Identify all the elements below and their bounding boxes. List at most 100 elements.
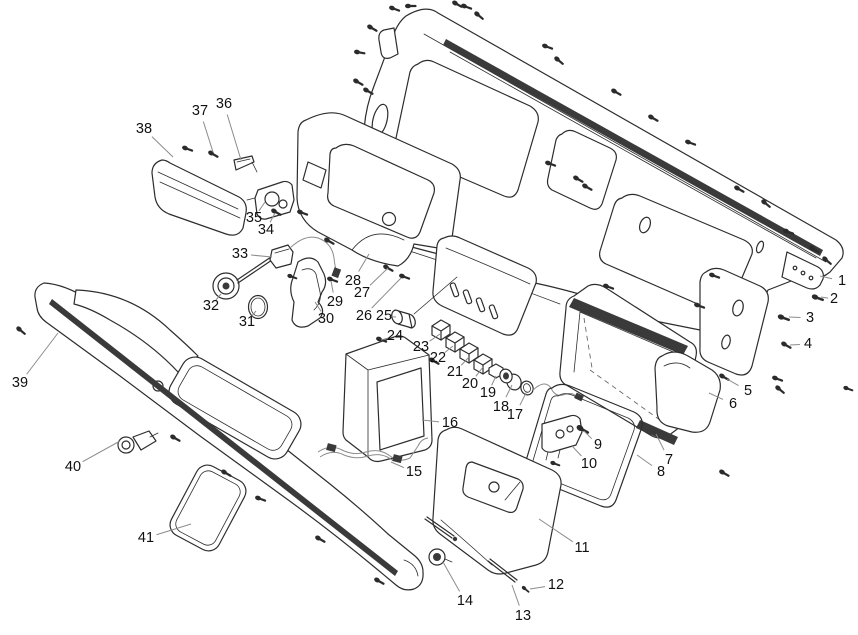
callout-label-36: 36 (216, 96, 232, 112)
leader-line-14 (442, 561, 461, 592)
leader-line-4 (789, 343, 800, 346)
leader-line-36 (226, 114, 242, 161)
fastener-icon (646, 112, 660, 124)
fastener-icon (168, 432, 182, 444)
leader-line-8 (636, 454, 653, 467)
fastener-icon (775, 312, 791, 324)
leader-line-3 (788, 316, 801, 319)
callout-label-35: 35 (246, 210, 262, 226)
fastener-icon (450, 0, 464, 10)
leader-line-34 (269, 212, 276, 223)
callout-label-23: 23 (413, 339, 429, 355)
panel-tray (168, 356, 302, 460)
callout-label-18: 18 (493, 399, 509, 415)
callout-label-22: 22 (430, 350, 446, 366)
left-edge-tab (378, 27, 399, 59)
callout-label-39: 39 (12, 375, 28, 391)
leader-line-32 (215, 293, 222, 301)
part-storage-box (342, 335, 433, 463)
part-latch (541, 414, 583, 461)
leader-line-37 (202, 121, 214, 153)
leader-line-20 (475, 366, 484, 377)
fastener-icon (372, 575, 386, 587)
leader-line-2 (820, 296, 829, 299)
fastener-icon (14, 324, 28, 337)
fastener-icon (717, 467, 731, 479)
callout-label-33: 33 (232, 246, 248, 262)
leader-line-21 (460, 356, 470, 366)
leader-line-33 (250, 254, 273, 258)
leader-line-22 (444, 345, 454, 353)
fastener-icon (313, 533, 327, 545)
leader-line-38 (151, 136, 174, 158)
leader-line-18 (505, 384, 513, 398)
part-hinge-rods (424, 516, 518, 583)
callout-label-16: 16 (442, 415, 458, 431)
part-release-knob-cable (212, 236, 342, 300)
fastener-icon (779, 339, 793, 351)
leader-line-17 (519, 390, 528, 406)
fastener-icon (809, 292, 825, 304)
callout-label-25: 25 (376, 308, 392, 324)
part-power-outlet (391, 309, 416, 329)
leader-line-10 (571, 445, 582, 457)
part-blank-ring (247, 294, 269, 320)
callout-label-24: 24 (387, 328, 403, 344)
callout-label-17: 17 (507, 407, 523, 423)
leader-line-26 (371, 277, 402, 309)
callout-label-31: 31 (239, 314, 255, 330)
fastener-icon (683, 137, 697, 148)
cable-connector (269, 244, 294, 269)
leader-line-15 (390, 461, 405, 469)
callout-label-4: 4 (804, 336, 812, 352)
leader-line-39 (26, 332, 59, 375)
leader-lines-layer (26, 114, 833, 606)
callout-label-29: 29 (327, 294, 343, 310)
callout-label-3: 3 (806, 310, 814, 326)
leader-line-12 (529, 586, 546, 590)
callout-label-32: 32 (203, 298, 219, 314)
center-opening (546, 129, 617, 210)
part-right-end-cap (699, 267, 769, 376)
leader-line-19 (491, 375, 497, 386)
leader-line-1 (819, 275, 833, 280)
part-gasket-pad (169, 464, 247, 552)
leader-line-35 (258, 201, 266, 212)
callout-label-38: 38 (136, 121, 152, 137)
fastener-icon (403, 2, 417, 10)
leader-line-5 (726, 378, 739, 387)
leader-line-41 (156, 523, 192, 536)
callout-label-6: 6 (729, 396, 737, 412)
callout-label-26: 26 (356, 308, 372, 324)
rail-end-plate (781, 251, 824, 290)
fastener-icon (365, 22, 379, 34)
callout-label-1: 1 (838, 273, 846, 289)
part-courtesy-lamp (117, 430, 159, 454)
callout-label-34: 34 (258, 222, 274, 238)
leader-line-40 (82, 440, 121, 463)
fastener-icon (552, 54, 566, 67)
callout-label-15: 15 (406, 464, 422, 480)
callout-label-10: 10 (581, 456, 597, 472)
callout-label-9: 9 (594, 437, 602, 453)
callout-label-21: 21 (447, 364, 463, 380)
fastener-icon (773, 383, 787, 396)
callout-label-8: 8 (657, 464, 665, 480)
fastener-icon (770, 373, 784, 384)
part-glovebox-door (432, 426, 562, 575)
part-end-cover (654, 351, 721, 433)
callout-label-2: 2 (830, 291, 838, 307)
leader-line-16 (421, 419, 440, 423)
part-damper (428, 548, 453, 566)
leader-line-25 (389, 315, 397, 318)
callout-label-11: 11 (574, 540, 589, 556)
fastener-icon (472, 9, 486, 22)
fastener-icon (548, 459, 562, 469)
callout-label-13: 13 (515, 608, 531, 624)
leader-line-30 (314, 301, 322, 312)
callout-label-27: 27 (354, 285, 370, 301)
fastener-icon (540, 41, 554, 52)
callout-label-7: 7 (665, 452, 673, 468)
fastener-icon (459, 1, 473, 12)
